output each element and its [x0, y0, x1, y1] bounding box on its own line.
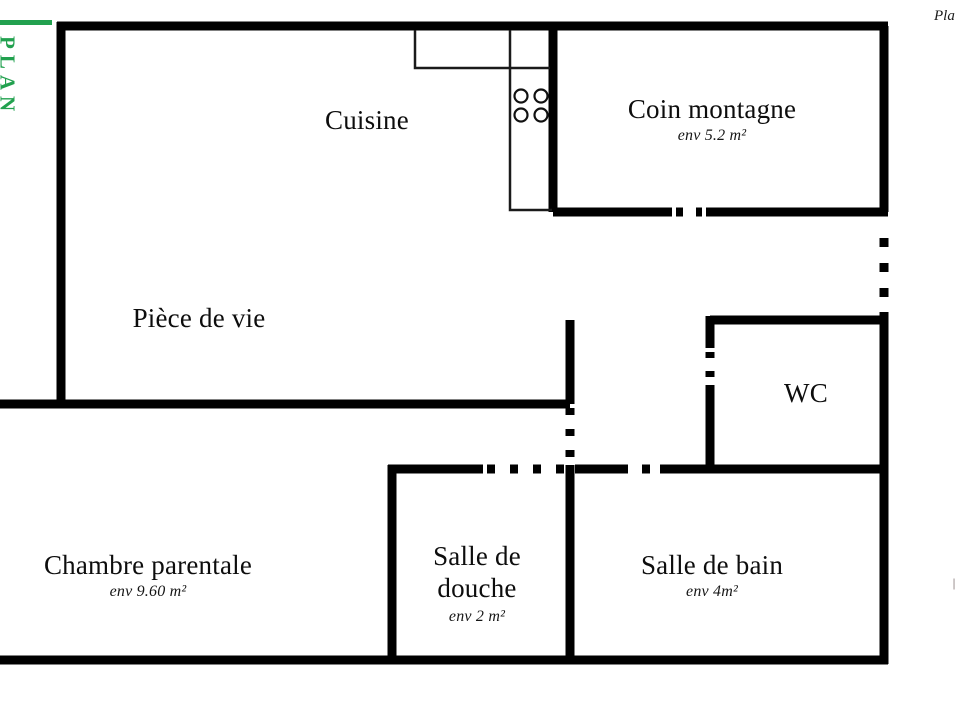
room-area-salle-de-douche: env 2 m² [448, 607, 506, 625]
right-edge-mark: | [952, 575, 956, 590]
room-name-salle-de-bain: Salle de bain [640, 550, 784, 580]
stove-burner-top-right [533, 88, 549, 104]
room-name-wc: WC [784, 378, 828, 408]
room-area-chambre-parentale: env 9.60 m² [109, 583, 187, 601]
stove-burner-top-left [513, 88, 529, 104]
room-label-salle-de-douche: Salle de douche env 2 m² [397, 540, 557, 626]
room-label-salle-de-bain: Salle de bain env 4m² [592, 550, 832, 601]
plan-title-note: Pla [934, 8, 955, 24]
room-area-salle-de-bain: env 4m² [686, 583, 738, 601]
room-name-cuisine: Cuisine [325, 105, 409, 135]
room-name-coin-montagne: Coin montagne [627, 94, 797, 124]
room-area-coin-montagne: env 5.2 m² [677, 127, 747, 145]
room-label-cuisine: Cuisine [0, 105, 760, 135]
room-label-piece-de-vie: Pièce de vie [69, 303, 329, 333]
room-name-chambre-parentale: Chambre parentale [43, 550, 253, 580]
room-name-piece-de-vie: Pièce de vie [132, 303, 266, 333]
thin-partitions [390, 469, 572, 660]
kitchen-counter-upper [413, 30, 550, 70]
room-name-salle-de-douche-line2: douche [437, 573, 517, 604]
accent-bar [0, 20, 52, 25]
kitchen-counter-side [508, 30, 552, 212]
door-openings [487, 207, 889, 474]
room-name-salle-de-douche-line1: Salle de [433, 541, 521, 571]
room-label-coin-montagne: Coin montagne env 5.2 m² [582, 94, 842, 145]
stove-burner-bottom-left [513, 107, 529, 123]
room-label-wc: WC [726, 378, 886, 408]
kitchen-fixtures [413, 30, 552, 212]
stove-burner-bottom-right [533, 107, 549, 123]
room-label-chambre-parentale: Chambre parentale env 9.60 m² [6, 550, 290, 601]
